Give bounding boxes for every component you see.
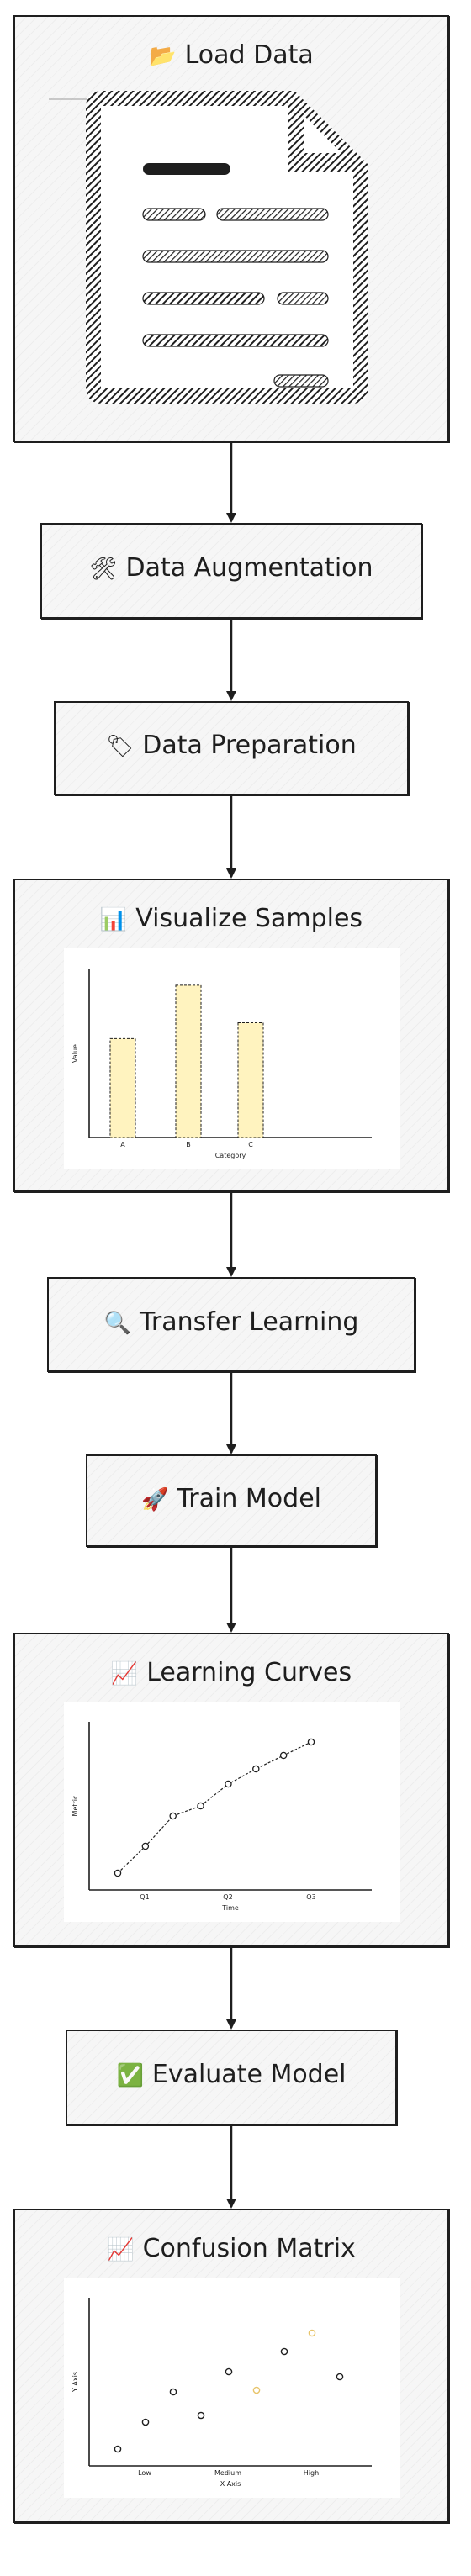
y-axis-label: Value [71, 1044, 79, 1063]
x-tick-label-q2: Q2 [223, 1893, 232, 1901]
data-point [225, 1780, 232, 1788]
bar-c [237, 1022, 264, 1138]
learning-curves-label: Learning Curves [146, 1658, 352, 1687]
rocket-icon: 🚀 [141, 1487, 169, 1512]
node-title-data-augmentation: 🛠 Data Augmentation [42, 553, 421, 583]
bar-a [109, 1037, 136, 1138]
data-point [169, 1812, 177, 1820]
x-tick-label-high: High [304, 2469, 319, 2477]
node-title-transfer-learning: 🔍 Transfer Learning [49, 1307, 414, 1337]
data-point [141, 2418, 150, 2426]
confusion-matrix-label: Confusion Matrix [142, 2234, 356, 2263]
node-load-data: 📂 Load Data [13, 15, 449, 442]
metric-line [117, 1741, 312, 1874]
data-point [114, 2445, 122, 2453]
node-title-learning-curves: 📈 Learning Curves [15, 1658, 447, 1687]
y-axis-label: Metric [71, 1796, 79, 1817]
node-title-load-data: 📂 Load Data [15, 40, 447, 70]
visualize-samples-label: Visualize Samples [135, 904, 363, 933]
node-train-model: 🚀 Train Model [86, 1454, 377, 1547]
x-tick-label-q1: Q1 [140, 1893, 149, 1901]
bar-b [175, 984, 202, 1138]
magnifier-icon: 🔍 [103, 1311, 131, 1336]
line-chart-icon: 📈 [110, 1661, 139, 1687]
node-evaluate-model: ✅ Evaluate Model [66, 2030, 397, 2125]
x-tick-label-q3: Q3 [306, 1893, 315, 1901]
data-point [307, 1738, 315, 1746]
data-point [141, 1842, 150, 1850]
bar-chart-icon: 📊 [99, 907, 128, 932]
x-tick-label-a: A [120, 1141, 125, 1148]
data-point [169, 2388, 177, 2396]
x-tick-label-medium: Medium [214, 2469, 241, 2477]
document-icon [49, 91, 368, 404]
data-augmentation-label: Data Augmentation [125, 553, 373, 583]
x-axis-label: Time [221, 1904, 239, 1912]
node-title-confusion-matrix: 📈 Confusion Matrix [15, 2234, 447, 2263]
data-point [114, 1869, 122, 1877]
node-transfer-learning: 🔍 Transfer Learning [47, 1277, 415, 1372]
data-point [308, 2329, 316, 2337]
data-point [252, 2386, 261, 2394]
tools-icon: 🛠 [89, 557, 118, 582]
label-icon: 🏷 [106, 734, 135, 759]
data-point [336, 2373, 344, 2381]
load-data-label: Load Data [184, 40, 314, 70]
node-title-evaluate-model: ✅ Evaluate Model [67, 2060, 395, 2089]
x-tick-label-low: Low [138, 2469, 151, 2477]
x-axis-label: X Axis [220, 2480, 241, 2488]
data-point [197, 2411, 205, 2420]
data-point [279, 1751, 288, 1760]
check-mark-icon: ✅ [116, 2063, 144, 2088]
x-tick-label-b: B [186, 1141, 191, 1148]
data-point [280, 2347, 288, 2356]
x-tick-label-c: C [248, 1141, 253, 1148]
transfer-learning-label: Transfer Learning [139, 1307, 359, 1337]
folder-icon: 📂 [149, 44, 177, 69]
node-title-train-model: 🚀 Train Model [87, 1484, 375, 1513]
data-point [197, 1802, 204, 1810]
x-axis-label: Category [215, 1152, 246, 1159]
node-data-augmentation: 🛠 Data Augmentation [40, 523, 422, 619]
data-point [252, 1765, 260, 1773]
node-title-visualize-samples: 📊 Visualize Samples [15, 904, 447, 933]
y-axis-label: Y Axis [71, 2372, 79, 2393]
train-model-label: Train Model [177, 1484, 321, 1513]
node-title-data-preparation: 🏷 Data Preparation [56, 731, 407, 760]
data-point [225, 2367, 233, 2376]
data-preparation-label: Data Preparation [142, 731, 357, 760]
node-data-preparation: 🏷 Data Preparation [54, 701, 409, 795]
chart-increasing-icon: 📈 [107, 2237, 135, 2262]
evaluate-model-label: Evaluate Model [151, 2060, 347, 2089]
